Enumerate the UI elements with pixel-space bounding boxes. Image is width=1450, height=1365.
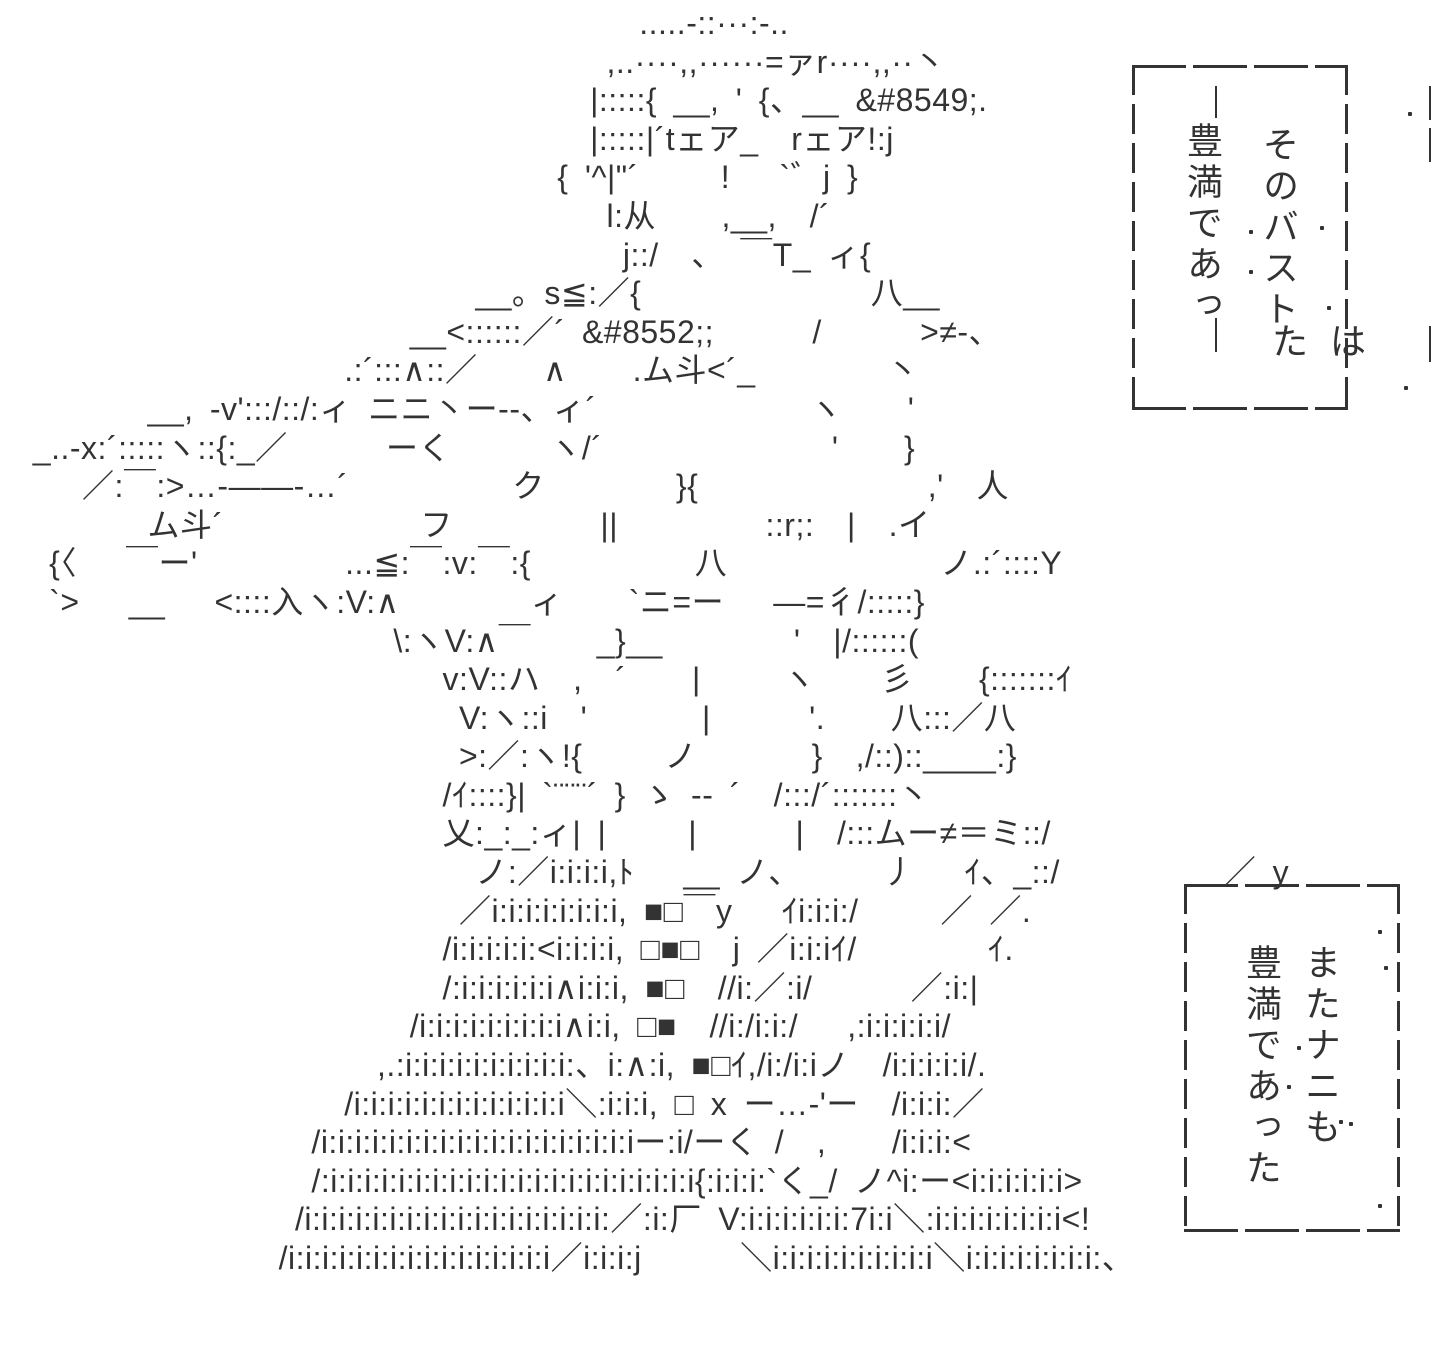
- speckle-dot: [1408, 112, 1412, 116]
- bubble-border-right: [1397, 884, 1400, 1232]
- speckle-dot: [1378, 930, 1382, 934]
- speckle-dot: [1327, 306, 1331, 310]
- speckle-dot: [1339, 1120, 1343, 1124]
- dash-bar: [1429, 128, 1431, 162]
- speckle-dot: [1349, 1122, 1353, 1126]
- speckle-dot: [1384, 966, 1388, 970]
- ascii-art-figure: .....-::···:-.. ,..····,,······=ァr····,,…: [32, 5, 1290, 1276]
- speckle-dot: [1404, 386, 1408, 390]
- dash-bar: [1429, 86, 1431, 120]
- vertical-text-column: またナニも: [1300, 944, 1341, 1149]
- speckle-dot: [1297, 1046, 1301, 1050]
- dash-bar: [1429, 326, 1431, 362]
- loose-character: は: [1330, 321, 1367, 362]
- bubble-border-right: [1345, 65, 1348, 410]
- speckle-dot: [1378, 1204, 1382, 1208]
- speckle-dot: [1320, 226, 1324, 230]
